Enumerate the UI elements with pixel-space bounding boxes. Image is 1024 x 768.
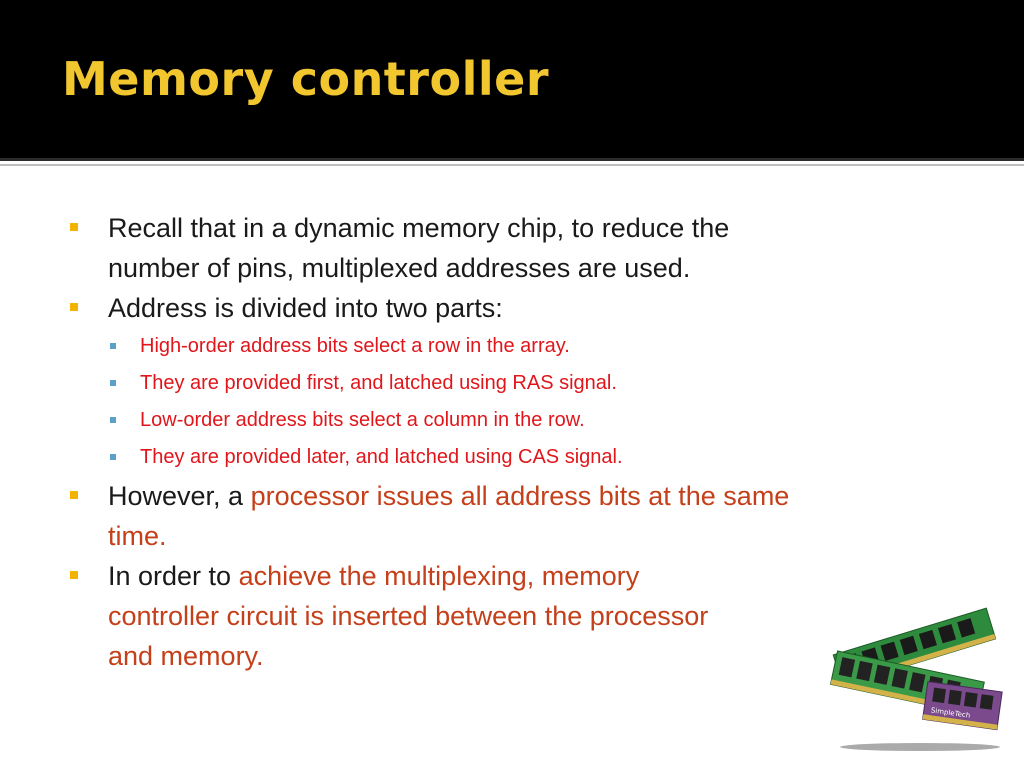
bullet-item: In order to achieve the multiplexing, me… [70,556,970,676]
slide-title: Memory controller [62,52,550,106]
square-bullet-icon [70,491,78,499]
bullet-text: However, a [108,481,251,511]
sub-bullet-text: They are provided later, and latched usi… [140,446,623,468]
bullet-item: However, a processor issues all address … [70,476,970,556]
title-band: Memory controller [0,0,1024,158]
sub-bullet-item: They are provided later, and latched usi… [70,439,970,476]
bullet-text: In order to [108,561,239,591]
highlight-text: and memory. [108,641,264,671]
small-square-bullet-icon [110,454,116,460]
highlight-text: processor issues all address bits at the… [250,481,790,511]
bullet-text: Address is divided into two parts: [108,293,503,323]
sub-bullet-text: Low-order address bits select a column i… [140,409,585,431]
sub-bullet-text: High-order address bits select a row in … [140,335,570,357]
bullet-text: Recall that in a dynamic memory chip, to… [108,213,730,243]
title-divider [0,158,1024,161]
slide-body: Recall that in a dynamic memory chip, to… [70,208,970,676]
bullet-text: number of pins, multiplexed addresses ar… [108,253,691,283]
square-bullet-icon [70,303,78,311]
bullet-item: Recall that in a dynamic memory chip, to… [70,208,970,288]
highlight-text: time. [108,521,167,551]
ram-modules-image: SimpleTech [829,607,1003,751]
highlight-text: controller circuit is inserted between t… [108,601,709,631]
bullet-item: Address is divided into two parts: [70,288,970,328]
square-bullet-icon [70,571,78,579]
sub-bullet-item: High-order address bits select a row in … [70,328,970,365]
highlight-text: achieve the multiplexing, memory [238,561,640,591]
small-square-bullet-icon [110,417,116,423]
title-divider-light [0,164,1024,166]
sub-bullet-item: Low-order address bits select a column i… [70,402,970,439]
sub-bullet-item: They are provided first, and latched usi… [70,365,970,402]
sub-bullet-text: They are provided first, and latched usi… [140,372,617,394]
small-square-bullet-icon [110,380,116,386]
square-bullet-icon [70,223,78,231]
small-square-bullet-icon [110,343,116,349]
